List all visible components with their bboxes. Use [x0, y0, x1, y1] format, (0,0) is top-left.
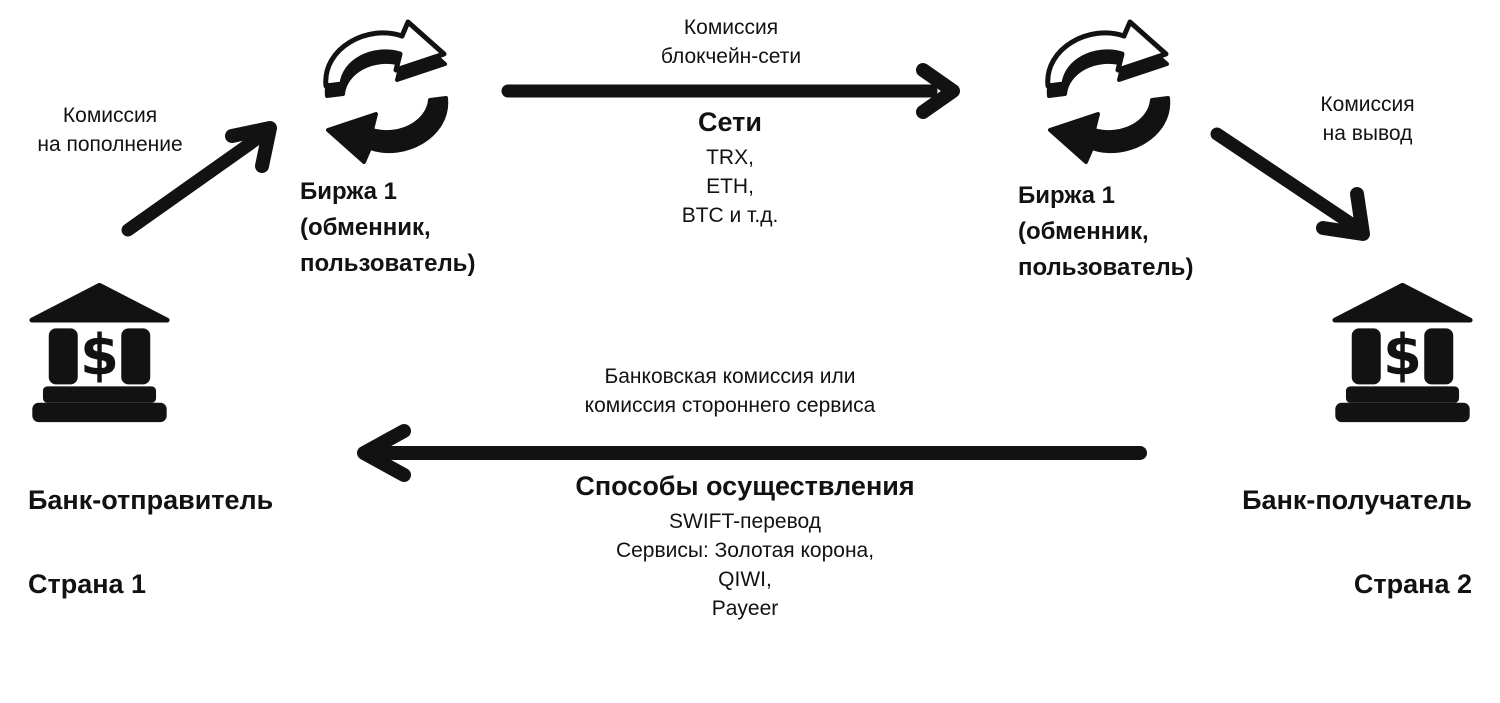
- exchange-left-title: Биржа 1 (обменник, пользователь): [300, 178, 476, 277]
- bank-receiver-country: Страна 2: [1353, 568, 1472, 599]
- bank-sender-block: Банк-отправитель Страна 1: [28, 438, 273, 605]
- dollar-sign: $: [80, 323, 119, 388]
- bank-receiver-block: Банк-получатель Страна 2: [1242, 438, 1472, 605]
- withdraw-fee-label: Комиссия на вывод: [1320, 93, 1415, 145]
- transfer-methods-block: Способы осуществления SWIFT-перевод Серв…: [545, 470, 945, 624]
- networks-title: Сети: [698, 107, 762, 137]
- blockchain-fee-label: Комиссия блокчейн-сети: [660, 16, 802, 68]
- bank-sender-country: Страна 1: [28, 568, 147, 599]
- deposit-fee-label: Комиссия на пополнение: [37, 104, 183, 156]
- bank-dollar-icon: $: [1332, 282, 1473, 423]
- blockchain-arrow-icon: [501, 63, 960, 119]
- deposit-arrow-icon: [121, 121, 277, 237]
- exchange-arrows-icon: [1045, 19, 1171, 164]
- transfer-methods-title: Способы осуществления: [575, 471, 915, 501]
- withdraw-arrow-icon: [1210, 127, 1370, 241]
- networks-block: Сети TRX, ETH, BTC и т.д.: [575, 106, 885, 231]
- dollar-sign: $: [1383, 323, 1422, 388]
- transfer-methods-list: SWIFT-перевод Сервисы: Золотая корона, Q…: [615, 510, 875, 621]
- bank-transfer-arrow-icon: [357, 424, 1147, 482]
- bank-sender-title: Банк-отправитель: [28, 484, 274, 515]
- networks-list: TRX, ETH, BTC и т.д.: [681, 146, 779, 228]
- bank-fee-label: Банковская комиссия или комиссия сторонн…: [584, 365, 876, 417]
- bank-receiver-title: Банк-получатель: [1242, 484, 1472, 515]
- exchange-right-title: Биржа 1 (обменник, пользователь): [1018, 182, 1194, 281]
- exchange-arrows-icon: [323, 19, 449, 164]
- bank-dollar-icon: $: [29, 282, 170, 423]
